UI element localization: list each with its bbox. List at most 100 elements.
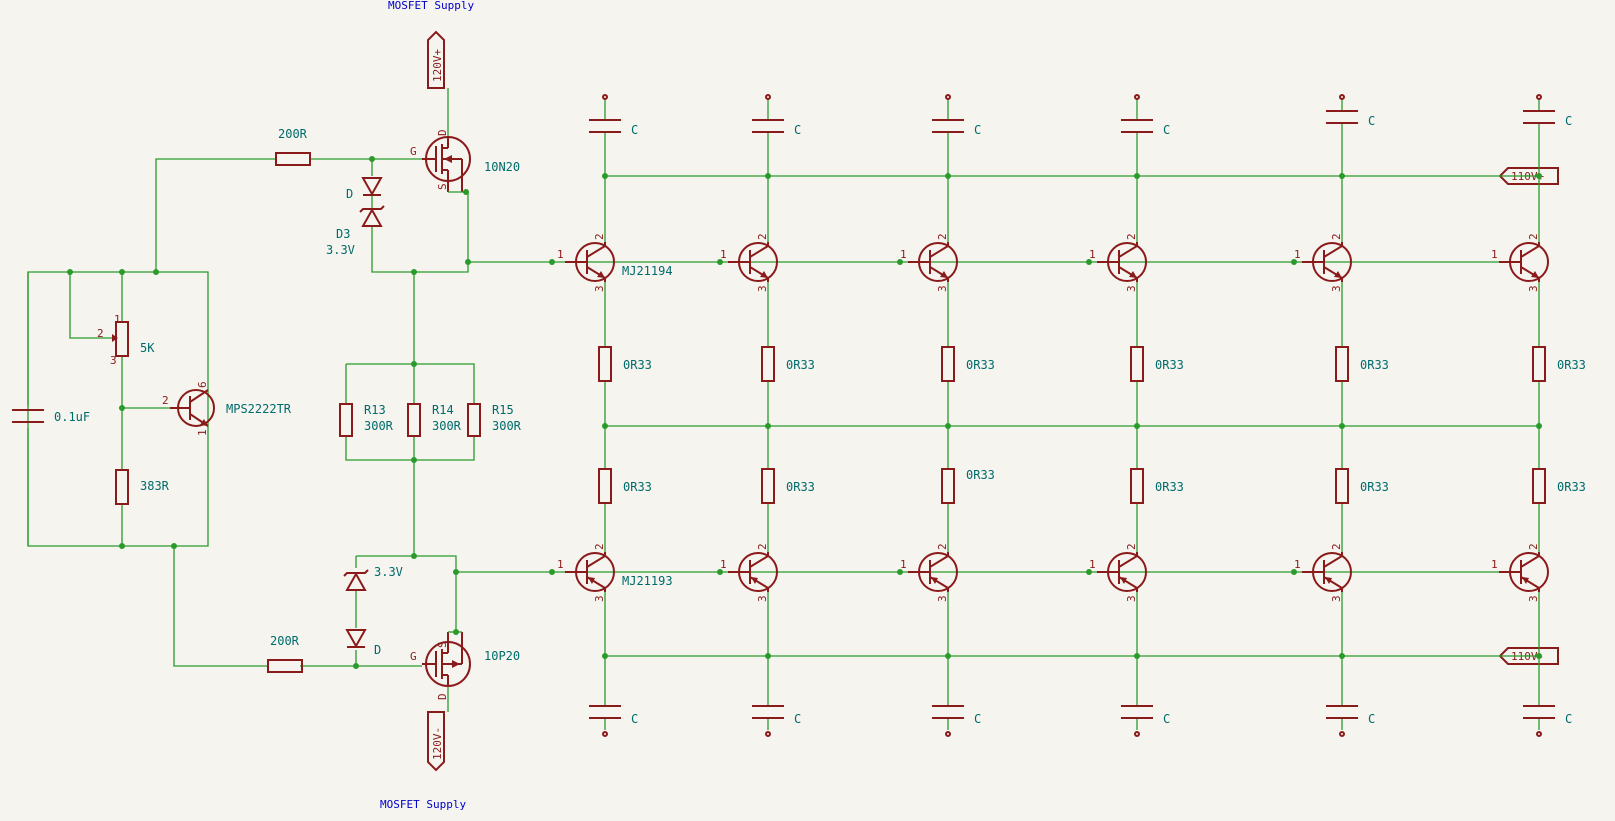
cap-bottom-label-4: C (1163, 712, 1170, 726)
emitter-res-top-label-1: 0R33 (623, 358, 652, 372)
pnp-transistor-5: 123 (1294, 543, 1352, 602)
resistor-r14: R14 300R (407, 403, 462, 437)
cap-top-label-5: C (1368, 114, 1375, 128)
pnp-transistor-4-pin-base: 1 (1089, 558, 1096, 571)
cap-bottom-label-5: C (1368, 712, 1375, 726)
diode-bottom-label: D (374, 643, 381, 657)
emitter-res-top-label-4: 0R33 (1155, 358, 1184, 372)
pnp-transistor-6-pin-collector: 2 (1527, 543, 1540, 550)
npn-transistor-4-pin-emitter: 3 (1125, 285, 1138, 292)
emitter-res-top (941, 346, 955, 382)
port-120v-plus: 120V+ (427, 30, 445, 89)
bias-junctions (67, 269, 177, 549)
bias-pot-value: 5K (140, 341, 155, 355)
npn-transistor-3-pin-base: 1 (900, 248, 907, 261)
diode-top: D (346, 177, 383, 201)
zener-top-ref: D3 (336, 227, 350, 241)
pnp-transistor-4: 123 (1089, 543, 1147, 602)
bias-transistor-part: MPS2222TR (226, 402, 292, 416)
emitter-res-top (1335, 346, 1349, 382)
emitter-res-top-label-5: 0R33 (1360, 358, 1389, 372)
bias-transistor: MPS2222TR 2 6 1 (162, 381, 292, 436)
pnp-transistor-2: 123 (720, 543, 778, 602)
r14-value: 300R (432, 419, 462, 433)
cap-bottom-label-1: C (631, 712, 638, 726)
npn-transistor-5-pin-emitter: 3 (1330, 285, 1343, 292)
emitter-res-bottom-label-2: 0R33 (786, 480, 815, 494)
gate-resistor-top: 200R (275, 127, 311, 166)
cap-top-label-3: C (974, 123, 981, 137)
emitter-res-top-label-2: 0R33 (786, 358, 815, 372)
npn-transistor-6-pin-collector: 2 (1527, 233, 1540, 240)
r15-value: 300R (492, 419, 522, 433)
emitter-res-bottom (941, 468, 955, 504)
bias-potentiometer: 5K 1 2 3 (97, 313, 155, 367)
npn-transistor-6-pin-base: 1 (1491, 248, 1498, 261)
npn-transistor-5: 123 (1294, 233, 1352, 292)
pnp-transistor-4-pin-collector: 2 (1125, 543, 1138, 550)
bias-resistor: 383R (115, 469, 170, 505)
zener-top: D3 3.3V (326, 205, 385, 257)
mosfet-supply-title-top: MOSFET Supply (388, 0, 474, 12)
r15-ref: R15 (492, 403, 514, 417)
emitter-res-top (1532, 346, 1546, 382)
cap-top-label-1: C (631, 123, 638, 137)
pnp-transistor-6-pin-base: 1 (1491, 558, 1498, 571)
emitter-res-bottom-label-5: 0R33 (1360, 480, 1389, 494)
npn-transistor-1: 123 (557, 233, 615, 292)
pnp-transistor-5-pin-emitter: 3 (1330, 595, 1343, 602)
pnp-transistor-3-pin-emitter: 3 (936, 595, 949, 602)
emitter-res-bottom (761, 468, 775, 504)
mosfet-top-gate-pin: G (410, 145, 417, 158)
driver-wires (300, 88, 552, 712)
zener-bottom: 3.3V (343, 565, 403, 591)
npn-transistor-3: 123 (900, 233, 958, 292)
mosfet-top-part: 10N20 (484, 160, 520, 174)
pnp-transistor-1: 123 (557, 543, 615, 602)
pnp-transistor-1-pin-collector: 2 (593, 543, 606, 550)
pnp-transistor-6-pin-emitter: 3 (1527, 595, 1540, 602)
npn-transistor-5-pin-collector: 2 (1330, 233, 1343, 240)
emitter-res-top (598, 346, 612, 382)
emitter-res-top (1130, 346, 1144, 382)
mosfet-bottom-gate-pin: G (410, 650, 417, 663)
gate-resistor-top-value: 200R (278, 127, 308, 141)
npn-transistor-4-pin-collector: 2 (1125, 233, 1138, 240)
cap-bottom-label-3: C (974, 712, 981, 726)
resistor-r13: R13 300R (339, 403, 394, 437)
gate-resistor-bottom: 200R (267, 634, 303, 673)
emitter-res-top (761, 346, 775, 382)
mosfet-bottom: 10P20 G S D (410, 631, 520, 700)
cap-bottom-label-2: C (794, 712, 801, 726)
r13-value: 300R (364, 419, 394, 433)
pnp-transistor-3: 1 2 3 (900, 543, 958, 602)
mosfet-bottom-part: 10P20 (484, 649, 520, 663)
gate-resistor-bottom-value: 200R (270, 634, 300, 648)
npn-transistor-1-pin-base: 1 (557, 248, 564, 261)
npn-transistor-6-pin-emitter: 3 (1527, 285, 1540, 292)
r14-ref: R14 (432, 403, 454, 417)
diode-bottom: D (345, 629, 381, 657)
emitter-res-top-label-6: 0R33 (1557, 358, 1586, 372)
npn-transistor-2-pin-base: 1 (720, 248, 727, 261)
npn-transistor-1-pin-emitter: 3 (593, 285, 606, 292)
npn-transistor-2: 123 (720, 233, 778, 292)
emitter-res-top-label-3: 0R33 (966, 358, 995, 372)
emitter-res-bottom (1532, 468, 1546, 504)
pnp-part-label: MJ21193 (622, 574, 673, 588)
cap-top-label-4: C (1163, 123, 1170, 137)
npn-transistor-2-pin-emitter: 3 (756, 285, 769, 292)
pnp-transistor-3-pin-base: 1 (900, 558, 907, 571)
bias-wires (27, 158, 276, 667)
pnp-transistor-5-pin-collector: 2 (1330, 543, 1343, 550)
mosfet-top: 10N20 G D S (410, 129, 520, 193)
output-stage: CC0R330R33123123CC0R330R33123123CC0R330R… (552, 94, 1586, 737)
npn-transistor-6: 1 2 3 (1491, 233, 1549, 292)
pnp-transistor-3-pin-collector: 2 (936, 543, 949, 550)
pot-pin-2: 2 (97, 327, 104, 340)
emitter-res-bottom (598, 468, 612, 504)
